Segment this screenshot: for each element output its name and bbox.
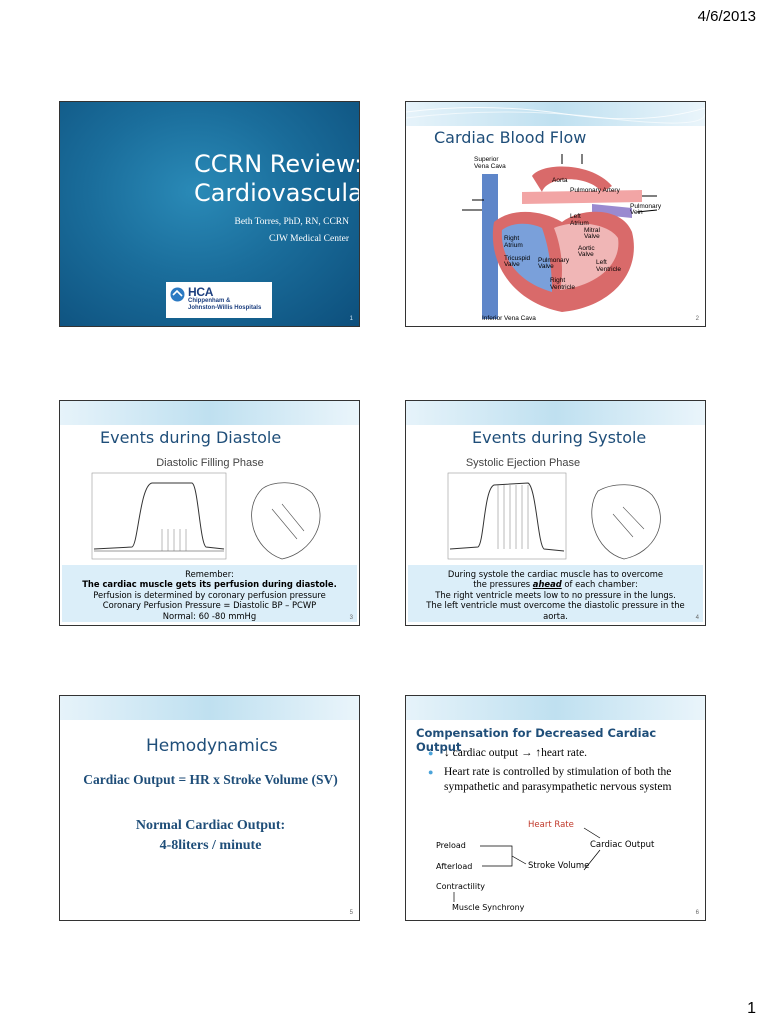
slide-title: Hemodynamics: [146, 736, 278, 756]
caption-line-4: The left ventricle must overcome the dia…: [426, 600, 685, 611]
pulmonary-artery: [522, 190, 642, 204]
caption-text: the pressures: [473, 579, 533, 590]
slide-title: Events during Systole: [472, 428, 647, 447]
pressure-curve: [91, 472, 321, 560]
slide-title: CCRN Review: Cardiovascular: [194, 150, 360, 208]
slide-number: 6: [695, 910, 699, 916]
slide-number: 2: [695, 316, 699, 322]
normal-output-label: Normal Cardiac Output:: [135, 818, 286, 833]
logo-line-2: Johnston-Willis Hospitals: [188, 305, 262, 311]
contractility-label: Contractility: [436, 882, 485, 891]
hca-mark-icon: [170, 287, 185, 302]
title-line-2: Cardiovascular: [194, 179, 360, 207]
header-band: [406, 401, 705, 425]
organization: CJW Medical Center: [268, 234, 349, 244]
vena-cava: [482, 174, 498, 319]
caption-line-1: Remember:: [185, 569, 234, 579]
bullet-list: ↓ cardiac output → ↑heart rate. Heart ra…: [426, 746, 696, 799]
caption-line-3: The right ventricle meets low to no pres…: [435, 589, 676, 600]
normal-output-value: 4-8liters / minute: [159, 838, 262, 853]
right-chambers: [501, 223, 552, 292]
slide-4: Events during Systole Systolic Ejection …: [405, 400, 706, 626]
label-pa: Pulmonary Artery: [570, 187, 621, 194]
aorta-arch: [532, 166, 612, 192]
label-ivc: Inferior Vena Cava: [482, 315, 536, 322]
caption-line-5: aorta.: [543, 610, 568, 621]
figure-area: Diastolic Filling Phase: [72, 457, 348, 567]
label-aorta: Aorta: [552, 177, 568, 184]
caption-line-2: the pressures ahead of each chamber:: [408, 579, 703, 589]
caption-line-5: Normal: 60 -80 mmHg: [162, 610, 257, 621]
caption-box: Remember: The cardiac muscle gets its pe…: [62, 565, 357, 622]
stroke-volume-label: Stroke Volume: [528, 861, 590, 871]
flow-arrows: [462, 154, 658, 213]
caption-line-1: During systole the cardiac muscle has to…: [447, 569, 664, 579]
bullet-item: ↓ cardiac output → ↑heart rate.: [426, 746, 696, 761]
title-line-1: CCRN Review:: [194, 150, 360, 178]
cardiac-output-formula: Cardiac Output = HR x Stroke Volume (SV): [83, 772, 338, 787]
heart-rate-label: Heart Rate: [528, 820, 574, 830]
muscle-synchrony-label: Muscle Synchrony: [452, 903, 525, 912]
slide-number: 3: [349, 615, 353, 621]
caption-box: During systole the cardiac muscle has to…: [408, 565, 703, 622]
page-date: 4/6/2013: [697, 8, 756, 25]
slide-number: 1: [349, 316, 353, 322]
caption-line-3: Perfusion is determined by coronary perf…: [93, 589, 326, 600]
slide-5: Hemodynamics Cardiac Output = HR x Strok…: [59, 695, 360, 921]
pressure-curve: [447, 472, 661, 560]
caption-line-2: The cardiac muscle gets its perfusion du…: [82, 579, 337, 590]
figure-title: Diastolic Filling Phase: [156, 457, 264, 469]
caption-line-4: Coronary Perfusion Pressure = Diastolic …: [102, 600, 317, 611]
header-band: [60, 401, 359, 425]
page-number: 1: [747, 1000, 756, 1017]
band-decoration: [406, 107, 705, 124]
relationship-lines: [453, 827, 601, 902]
preload-label: Preload: [436, 841, 466, 850]
left-chambers: [554, 223, 619, 290]
slide-6: Compensation for Decreased Cardiac Outpu…: [405, 695, 706, 921]
figure-area: Systolic Ejection Phase: [418, 457, 694, 567]
logo-text: HCA: [188, 285, 214, 299]
slide-number: 4: [695, 615, 699, 621]
bullet-item: Heart rate is controlled by stimulation …: [426, 765, 696, 795]
header-band: [60, 696, 359, 720]
slide-1: CCRN Review: Cardiovascular Beth Torres,…: [59, 101, 360, 327]
figure-title: Systolic Ejection Phase: [465, 457, 581, 469]
header-band: [406, 696, 705, 720]
cardiac-output-label: Cardiac Output: [590, 840, 655, 850]
slide-title: Events during Diastole: [100, 428, 282, 447]
author-name: Beth Torres, PhD, RN, CCRN: [234, 217, 350, 227]
hca-logo: HCA Chippenham & Johnston-Willis Hospita…: [166, 282, 272, 318]
slide-3: Events during Diastole Diastolic Filling…: [59, 400, 360, 626]
slide-number: 5: [349, 910, 353, 916]
author-block: Beth Torres, PhD, RN, CCRN CJW Medical C…: [235, 214, 350, 248]
caption-emphasis: ahead: [532, 579, 562, 590]
slide-title: Cardiac Blood Flow: [434, 128, 587, 147]
logo-subtitle: Chippenham & Johnston-Willis Hospitals: [188, 298, 261, 312]
afterload-label: Afterload: [436, 862, 473, 871]
caption-text: of each chamber:: [561, 579, 638, 590]
logo-line-1: Chippenham &: [188, 298, 231, 304]
